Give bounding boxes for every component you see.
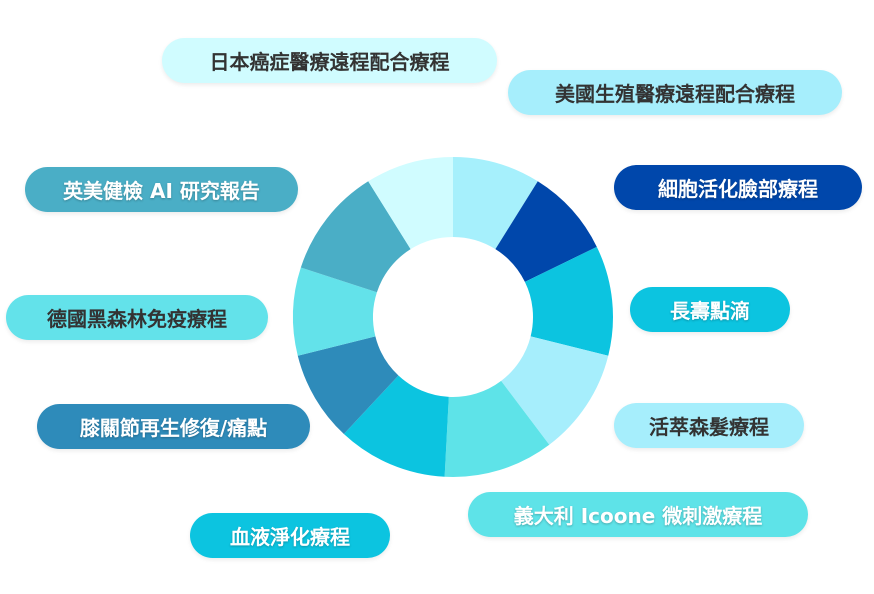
label-germany-immune: 德國黑森林免疫療程: [6, 295, 268, 340]
donut-segment-2: [524, 246, 613, 356]
label-longevity-drip: 長壽點滴: [630, 287, 790, 332]
donut-segment-8: [300, 181, 411, 293]
donut-segment-6: [297, 336, 399, 435]
label-knee-regeneration: 膝關節再生修復/痛點: [37, 404, 310, 449]
donut-segment-9: [368, 157, 453, 250]
donut-segment-0: [453, 157, 538, 250]
donut-segment-5: [343, 375, 449, 477]
donut-segment-1: [495, 181, 597, 282]
label-icoone: 義大利 Icoone 微刺激療程: [468, 492, 808, 537]
label-usa-fertility: 美國生殖醫療遠程配合療程: [508, 70, 842, 115]
donut-segment-7: [293, 267, 377, 356]
label-ai-report: 英美健檢 AI 研究報告: [25, 167, 298, 212]
label-blood-purification: 血液淨化療程: [190, 513, 390, 558]
label-cell-facial: 細胞活化臉部療程: [614, 165, 862, 210]
donut-segment-3: [501, 336, 609, 445]
donut-segment-4: [444, 380, 550, 477]
label-hair-treatment: 活萃森髮療程: [614, 403, 804, 448]
label-japan-cancer: 日本癌症醫療遠程配合療程: [162, 38, 497, 83]
